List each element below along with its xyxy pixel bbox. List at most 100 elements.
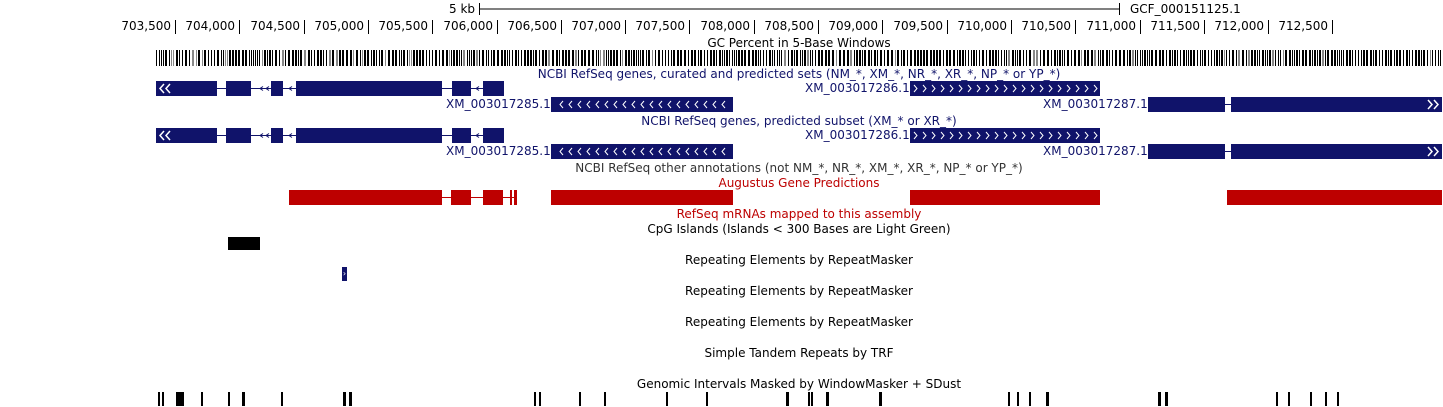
gc-bar [473, 50, 475, 66]
masked-interval [1008, 392, 1010, 406]
strand-chevron [1003, 131, 1008, 140]
exon-block [483, 81, 504, 96]
gc-bar [267, 50, 268, 66]
gc-bar [518, 50, 519, 66]
cpg-island[interactable] [228, 237, 260, 250]
strand-chevron [568, 147, 573, 156]
gc-bar [581, 50, 583, 66]
gc-bar [638, 50, 639, 66]
gc-bar [1390, 50, 1392, 66]
refseq-predicted-features[interactable] [0, 128, 1443, 163]
strand-chevron [568, 100, 573, 109]
gc-bar [1375, 50, 1377, 66]
gene-label-xm-003017286-pred[interactable]: XM_003017286.1 [805, 128, 910, 142]
gc-bar [825, 50, 827, 66]
gc-bar [755, 50, 757, 66]
gc-bar [1346, 50, 1348, 66]
gc-bar [229, 50, 231, 66]
gc-bar [901, 50, 902, 66]
gene-label-xm-003017285-pred[interactable]: XM_003017285.1 [446, 144, 551, 158]
track-title-refseq-all: NCBI RefSeq genes, curated and predicted… [537, 67, 1061, 81]
augustus-features[interactable] [0, 188, 1443, 208]
gc-bar [804, 50, 806, 66]
gc-bar [482, 50, 484, 66]
ruler-tick-label: 705,500 [378, 19, 428, 33]
gc-bar [539, 50, 540, 66]
exon-block [1148, 97, 1225, 112]
gc-bar [298, 50, 299, 66]
strand-chevron [676, 100, 681, 109]
gc-bar [596, 50, 597, 66]
gc-bar [1296, 50, 1298, 66]
gc-bar [572, 50, 574, 66]
refseq-all-features[interactable] [0, 81, 1443, 116]
gc-bar [763, 50, 764, 66]
gc-bar [677, 50, 679, 66]
gc-bar [1051, 50, 1052, 66]
gc-bar [467, 50, 468, 66]
strand-chevron [649, 147, 654, 156]
gc-bar [552, 50, 554, 66]
gc-bar [401, 50, 402, 66]
gc-bar [295, 50, 297, 66]
gc-bar [856, 50, 858, 66]
gc-bar [1057, 50, 1058, 66]
gc-bar [1015, 50, 1016, 66]
ruler-tick-label: 712,500 [1278, 19, 1328, 33]
gc-bar [326, 50, 327, 66]
gene-label-xm-003017285[interactable]: XM_003017285.1 [446, 97, 551, 111]
gc-bar [671, 50, 672, 66]
gc-bar [156, 50, 157, 66]
gc-percent-wiggle[interactable] [0, 48, 1443, 68]
ruler-tick-label: 711,000 [1086, 19, 1136, 33]
gc-bar [854, 50, 855, 66]
gc-bar [507, 50, 508, 66]
gc-bar [556, 50, 558, 66]
repeat-element[interactable]: › [342, 267, 347, 281]
gc-bar [545, 50, 547, 66]
gc-bar [255, 50, 256, 66]
gc-bar [1267, 50, 1268, 66]
gc-bar [1202, 50, 1203, 66]
masked-interval [811, 392, 813, 406]
masked-interval [349, 392, 352, 406]
gc-bar [512, 50, 513, 66]
gc-bar [1262, 50, 1264, 66]
gc-bar [1084, 50, 1086, 66]
gc-bar [1327, 50, 1329, 66]
gc-bar [887, 50, 889, 66]
gc-bar [362, 50, 363, 66]
gc-bar [1071, 50, 1072, 66]
windowmasker-features[interactable] [0, 391, 1443, 407]
gc-bar [891, 50, 893, 66]
gc-bar [176, 50, 178, 66]
gc-bar [752, 50, 754, 66]
gc-bar [933, 50, 935, 66]
gc-bar [422, 50, 424, 66]
gc-bar [1183, 50, 1185, 66]
gc-bar [828, 50, 830, 66]
gc-bar [606, 50, 607, 66]
strand-chevron [1084, 131, 1089, 140]
gc-bar [738, 50, 740, 66]
gc-bar [1186, 50, 1187, 66]
gc-bar [1008, 50, 1010, 66]
gene-label-xm-003017287-pred[interactable]: XM_003017287.1 [1043, 144, 1148, 158]
gc-bar [1216, 50, 1218, 66]
gene-label-xm-003017287[interactable]: XM_003017287.1 [1043, 97, 1148, 111]
gc-bar [1151, 50, 1153, 66]
gc-bar [1278, 50, 1279, 66]
gc-bar [1430, 50, 1431, 66]
ruler-tick [947, 20, 948, 34]
gc-bar [515, 50, 517, 66]
gc-bar [314, 50, 315, 66]
gc-bar [655, 50, 656, 66]
gc-bar [1197, 50, 1198, 66]
gc-bar [979, 50, 980, 66]
strand-chevron [922, 84, 927, 93]
ruler-tick-label: 708,000 [700, 19, 750, 33]
gc-bar [631, 50, 632, 66]
strand-chevron [985, 84, 990, 93]
gc-bar [716, 50, 717, 66]
gene-label-xm-003017286[interactable]: XM_003017286.1 [805, 81, 910, 95]
